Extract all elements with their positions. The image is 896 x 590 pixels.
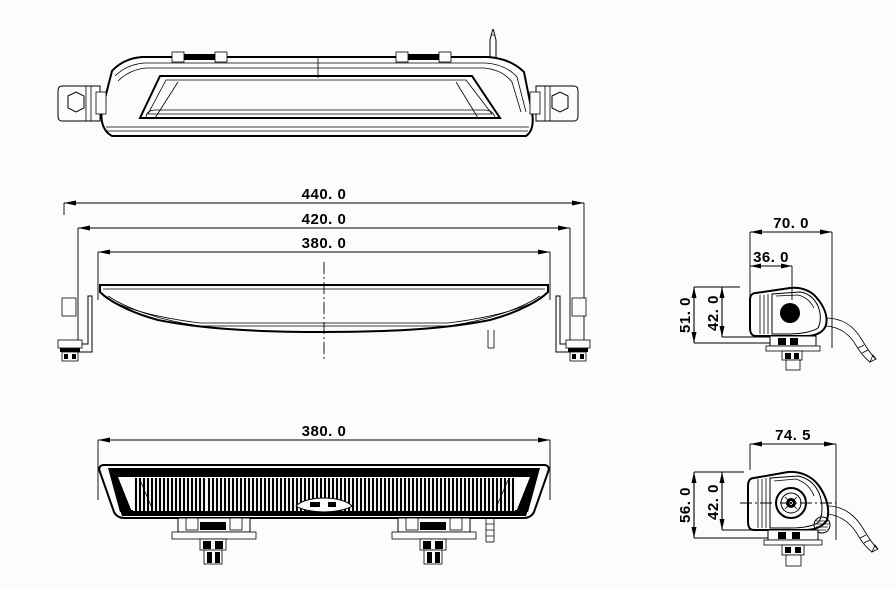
housing-inner-edge-2	[117, 67, 522, 113]
lens-recess-left-edge	[154, 81, 179, 119]
side-lower-vent-port	[813, 516, 831, 534]
bracket-bolt-hole-right	[551, 91, 569, 113]
side-lower-bracket-inner	[773, 478, 815, 497]
side-lower-cable	[827, 505, 879, 553]
rear-bracket-right-pad	[571, 297, 587, 317]
front-lens-bevel-left	[139, 479, 153, 509]
side-upper-cable	[825, 317, 877, 363]
front-bezel-bottom-band	[120, 510, 528, 516]
rear-view	[57, 262, 591, 362]
top-slot-left	[171, 51, 228, 63]
front-lens-ribs	[134, 478, 515, 511]
dimension-group-front: 380. 0	[97, 423, 551, 500]
side-view-upper: 70. 0 36. 0 51. 0 42. 0	[677, 215, 877, 371]
dim-label-mount-span: 420. 0	[302, 211, 347, 228]
side-lower-base-plate	[763, 529, 823, 567]
housing-inner-edge-1	[114, 62, 527, 113]
front-view	[98, 464, 550, 565]
side-upper-body-outline	[749, 286, 828, 337]
dim-label-side-lower-height-total: 56. 0	[677, 487, 694, 523]
dim-label-side-lower-height-body: 42. 0	[705, 484, 722, 520]
bracket-bolt-hole-left	[67, 91, 85, 113]
mount-bracket-right	[529, 85, 579, 122]
rear-bracket-left-pad	[61, 297, 77, 317]
side-upper-bracket-inner	[775, 294, 815, 309]
housing-outline	[100, 56, 534, 137]
lens-recess-right-edge	[455, 81, 479, 119]
front-lens-bevel-right	[495, 479, 509, 509]
rear-bracket-left	[57, 295, 93, 362]
side-upper-bracket-profile	[771, 291, 821, 335]
side-upper-base-plate	[765, 335, 821, 371]
lens-recess-bottom-radius	[145, 109, 496, 119]
lens-recess-inner	[147, 79, 493, 115]
dimension-group-length: 440. 0 420. 0 380. 0	[63, 186, 585, 352]
dim-label-lens-length: 380. 0	[302, 235, 347, 252]
rear-bracket-right	[555, 295, 591, 362]
front-center-badge	[295, 497, 353, 513]
front-cable-stub	[485, 518, 495, 543]
front-mount-foot-left	[171, 517, 257, 565]
lens-recess-outline	[138, 75, 502, 119]
rear-cable-stub	[487, 330, 495, 349]
dim-label-front-lens-length: 380. 0	[302, 423, 347, 440]
side-view-lower: 74. 5 56. 0 42. 0	[677, 427, 879, 567]
side-lower-body-outline	[747, 470, 830, 531]
dim-label-side-upper-body-depth: 36. 0	[753, 249, 789, 266]
dim-label-side-upper-height-total: 51. 0	[677, 297, 694, 333]
front-bezel-right-band	[516, 468, 540, 512]
dim-label-side-lower-depth: 74. 5	[775, 427, 811, 444]
rear-nut-right	[569, 351, 587, 362]
mount-bracket-left	[57, 85, 107, 122]
side-lower-bracket-profile	[769, 475, 823, 529]
antenna-pin	[489, 28, 497, 57]
top-view	[57, 28, 579, 137]
front-bezel-left-band	[108, 468, 132, 512]
dim-label-side-upper-depth: 70. 0	[773, 215, 809, 232]
rear-nut-left	[61, 351, 79, 362]
dim-label-overall-length: 440. 0	[302, 186, 347, 203]
dim-label-side-upper-height-body: 42. 0	[705, 295, 722, 331]
side-upper-pivot-bolt	[780, 303, 800, 323]
front-mount-foot-right	[391, 517, 477, 565]
top-slot-right	[395, 51, 452, 63]
front-bezel-outline	[98, 464, 550, 519]
front-bezel-top-band	[108, 468, 540, 477]
